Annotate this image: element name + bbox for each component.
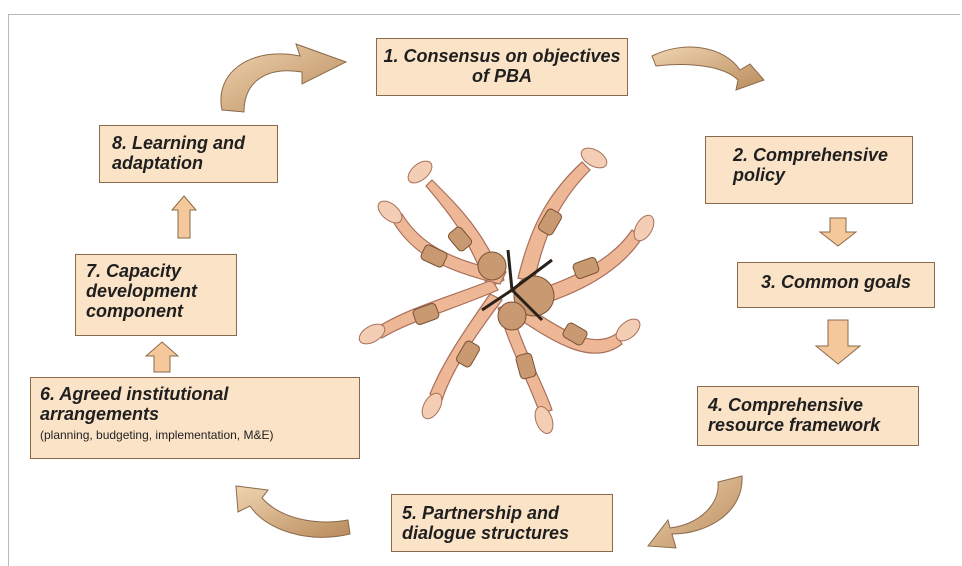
step-3-label: 3. Common goals [760, 272, 912, 292]
step-3-box: 3. Common goals [737, 262, 935, 308]
arrow-6-to-7 [144, 341, 180, 373]
step-4-box: 4. Comprehensive resource framework [697, 386, 919, 446]
step-4-label: 4. Comprehensive resource framework [708, 395, 881, 435]
diagram-frame [8, 14, 960, 566]
step-6-sublabel: (planning, budgeting, implementation, M&… [40, 428, 274, 442]
curved-arrow-4-to-5 [647, 475, 743, 549]
curved-arrow-8-to-1 [220, 43, 348, 113]
step-7-box: 7. Capacity development component [75, 254, 237, 336]
arrow-2-to-3 [818, 217, 858, 247]
arrow-3-to-4 [814, 319, 862, 365]
step-6-box: 6. Agreed institutional arrangements (pl… [30, 377, 360, 459]
step-1-label: 1. Consensus on objectives of PBA [383, 46, 621, 86]
step-7-label: 7. Capacity development component [86, 261, 198, 321]
step-8-box: 8. Learning and adaptation [99, 125, 278, 183]
step-2-box: 2. Comprehensive policy [705, 136, 913, 204]
step-5-box: 5. Partnership and dialogue structures [391, 494, 613, 552]
step-1-box: 1. Consensus on objectives of PBA [376, 38, 628, 96]
arrow-7-to-8 [170, 195, 198, 239]
curved-arrow-1-to-2 [651, 46, 765, 91]
step-6-label: 6. Agreed institutional arrangements [40, 384, 229, 424]
step-8-label: 8. Learning and adaptation [112, 133, 246, 173]
step-5-label: 5. Partnership and dialogue structures [402, 503, 570, 543]
step-2-label: 2. Comprehensive policy [733, 145, 889, 185]
curved-arrow-5-to-6 [235, 485, 351, 538]
interlocking-arms-illustration [358, 147, 655, 434]
